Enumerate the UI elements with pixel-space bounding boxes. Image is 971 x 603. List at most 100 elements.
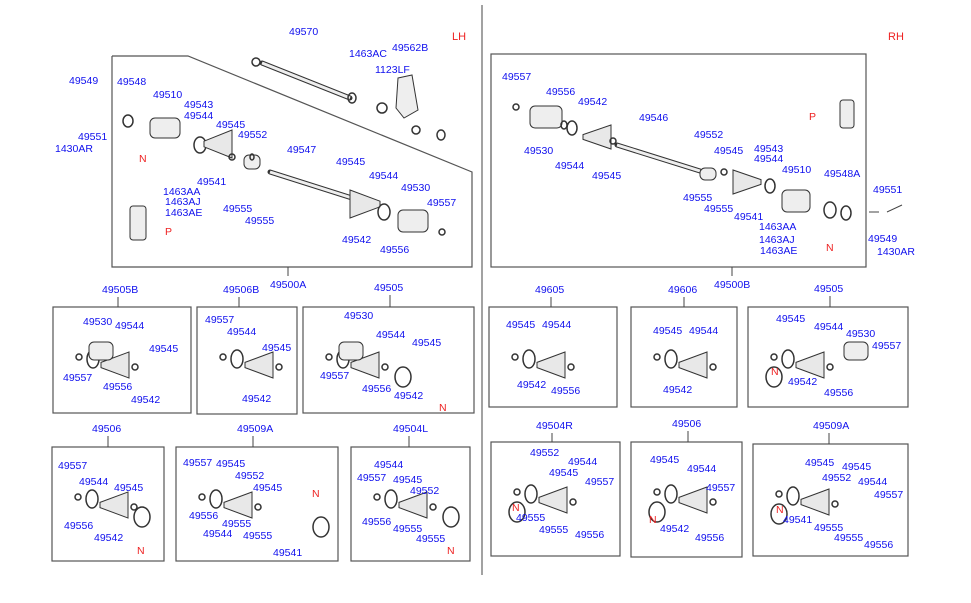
part-number-label[interactable]: 1463AA xyxy=(163,186,201,198)
note-marker[interactable]: N xyxy=(649,514,657,526)
part-number-label[interactable]: 49545 xyxy=(506,319,536,331)
part-number-label[interactable]: 49557 xyxy=(872,340,902,352)
part-number-label[interactable]: 49544 xyxy=(555,160,585,172)
kit-number-label[interactable]: 49505 xyxy=(374,282,404,294)
part-number-label[interactable]: 49548 xyxy=(117,76,147,88)
assembly-number-label[interactable]: 49500A xyxy=(270,279,307,291)
part-number-label[interactable]: 49552 xyxy=(238,129,268,141)
part-number-label[interactable]: 49555 xyxy=(393,523,423,535)
note-marker[interactable]: N xyxy=(447,545,455,557)
kit-number-label[interactable]: 49506 xyxy=(92,423,122,435)
part-number-label[interactable]: 49555 xyxy=(683,192,713,204)
note-marker[interactable]: P xyxy=(165,226,173,238)
part-number-label[interactable]: 49551 xyxy=(873,184,903,196)
part-number-label[interactable]: 49556 xyxy=(362,383,392,395)
part-number-label[interactable]: 49542 xyxy=(394,390,424,402)
kit-number-label[interactable]: 49504L xyxy=(393,423,429,435)
part-number-label[interactable]: 49557 xyxy=(427,197,457,209)
part-number-label[interactable]: 49545 xyxy=(216,458,246,470)
kit-number-label[interactable]: 49505B xyxy=(102,284,139,296)
part-number-label[interactable]: 49552 xyxy=(694,129,724,141)
part-number-label[interactable]: 49545 xyxy=(114,482,144,494)
part-number-label[interactable]: 49544 xyxy=(227,326,257,338)
part-number-label[interactable]: 49543 xyxy=(184,99,214,111)
part-number-label[interactable]: 49545 xyxy=(216,119,246,131)
part-number-label[interactable]: 49542 xyxy=(131,394,161,406)
part-number-label[interactable]: 49547 xyxy=(287,144,317,156)
note-marker[interactable]: N xyxy=(771,366,779,378)
part-number-label[interactable]: 49557 xyxy=(585,476,615,488)
part-number-label[interactable]: 49555 xyxy=(245,215,275,227)
note-marker[interactable]: N xyxy=(826,242,834,254)
note-marker[interactable]: N xyxy=(776,504,784,516)
part-number-label[interactable]: 49555 xyxy=(516,512,546,524)
part-number-label[interactable]: 49552 xyxy=(530,447,560,459)
part-number-label[interactable]: 49510 xyxy=(782,164,812,176)
kit-number-label[interactable]: 49506 xyxy=(672,418,702,430)
part-number-label[interactable]: 1463AJ xyxy=(759,234,795,246)
part-number-label[interactable]: 49543 xyxy=(754,143,784,155)
part-number-label[interactable]: 1463AE xyxy=(165,207,203,219)
part-number-label[interactable]: 49530 xyxy=(83,316,113,328)
part-number-label[interactable]: 49557 xyxy=(205,314,235,326)
part-number-label[interactable]: 49549 xyxy=(868,233,898,245)
part-number-label[interactable]: 49545 xyxy=(650,454,680,466)
part-number-label[interactable]: 49555 xyxy=(704,203,734,215)
kit-number-label[interactable]: 49504R xyxy=(536,420,573,432)
part-number-label[interactable]: 1463AA xyxy=(759,221,797,233)
part-number-label[interactable]: 49545 xyxy=(412,337,442,349)
part-number-label[interactable]: 49544 xyxy=(374,459,404,471)
part-number-label[interactable]: 49556 xyxy=(575,529,605,541)
kit-number-label[interactable]: 49506B xyxy=(223,284,260,296)
part-number-label[interactable]: 49551 xyxy=(78,131,108,143)
part-number-label[interactable]: 49556 xyxy=(64,520,94,532)
assembly-number-label[interactable]: 49500B xyxy=(714,279,751,291)
part-number-label[interactable]: 49557 xyxy=(63,372,93,384)
part-number-label[interactable]: 49555 xyxy=(416,533,446,545)
part-number-label[interactable]: 49557 xyxy=(706,482,736,494)
part-number-label[interactable]: 49552 xyxy=(410,485,440,497)
part-number-label[interactable]: 49542 xyxy=(242,393,272,405)
part-number-label[interactable]: 49545 xyxy=(253,482,283,494)
part-number-label[interactable]: 49545 xyxy=(653,325,683,337)
part-number-label[interactable]: 49530 xyxy=(846,328,876,340)
part-number-label[interactable]: 49545 xyxy=(336,156,366,168)
part-number-label[interactable]: 49544 xyxy=(376,329,406,341)
part-number-label[interactable]: 49510 xyxy=(153,89,183,101)
part-number-label[interactable]: 49556 xyxy=(103,381,133,393)
part-number-label[interactable]: 49542 xyxy=(517,379,547,391)
part-number-label[interactable]: 49541 xyxy=(734,211,764,223)
part-number-label[interactable]: 49545 xyxy=(149,343,179,355)
part-number-label[interactable]: 49555 xyxy=(834,532,864,544)
note-marker[interactable]: N xyxy=(312,488,320,500)
note-marker[interactable]: N xyxy=(439,402,447,414)
part-number-label[interactable]: 49557 xyxy=(320,370,350,382)
part-number-label[interactable]: 49556 xyxy=(824,387,854,399)
part-number-label[interactable]: 49557 xyxy=(58,460,88,472)
part-number-label[interactable]: 49545 xyxy=(549,467,579,479)
part-number-label[interactable]: 49555 xyxy=(223,203,253,215)
part-number-label[interactable]: 1463AE xyxy=(760,245,798,257)
part-number-label[interactable]: 49545 xyxy=(805,457,835,469)
part-number-label[interactable]: 49556 xyxy=(551,385,581,397)
part-number-label[interactable]: 49545 xyxy=(262,342,292,354)
part-number-label[interactable]: 49556 xyxy=(189,510,219,522)
part-number-label[interactable]: 49556 xyxy=(362,516,392,528)
part-number-label[interactable]: 49544 xyxy=(754,153,784,165)
part-number-label[interactable]: 49542 xyxy=(94,532,124,544)
kit-number-label[interactable]: 49509A xyxy=(237,423,274,435)
part-number-label[interactable]: 1430AR xyxy=(55,143,93,155)
part-number-label[interactable]: 49542 xyxy=(660,523,690,535)
part-number-label[interactable]: 49544 xyxy=(115,320,145,332)
note-marker[interactable]: P xyxy=(809,111,817,123)
part-number-label[interactable]: 49555 xyxy=(243,530,273,542)
part-number-label[interactable]: 49541 xyxy=(273,547,303,559)
part-number-label[interactable]: 49542 xyxy=(788,376,818,388)
part-number-label[interactable]: 49545 xyxy=(393,474,423,486)
part-number-label[interactable]: 49544 xyxy=(687,463,717,475)
note-marker[interactable]: N xyxy=(137,545,145,557)
part-number-label[interactable]: 49541 xyxy=(197,176,227,188)
part-number-label[interactable]: 49544 xyxy=(79,476,109,488)
part-number-label[interactable]: 49557 xyxy=(502,71,532,83)
part-number-label[interactable]: 49555 xyxy=(222,518,252,530)
